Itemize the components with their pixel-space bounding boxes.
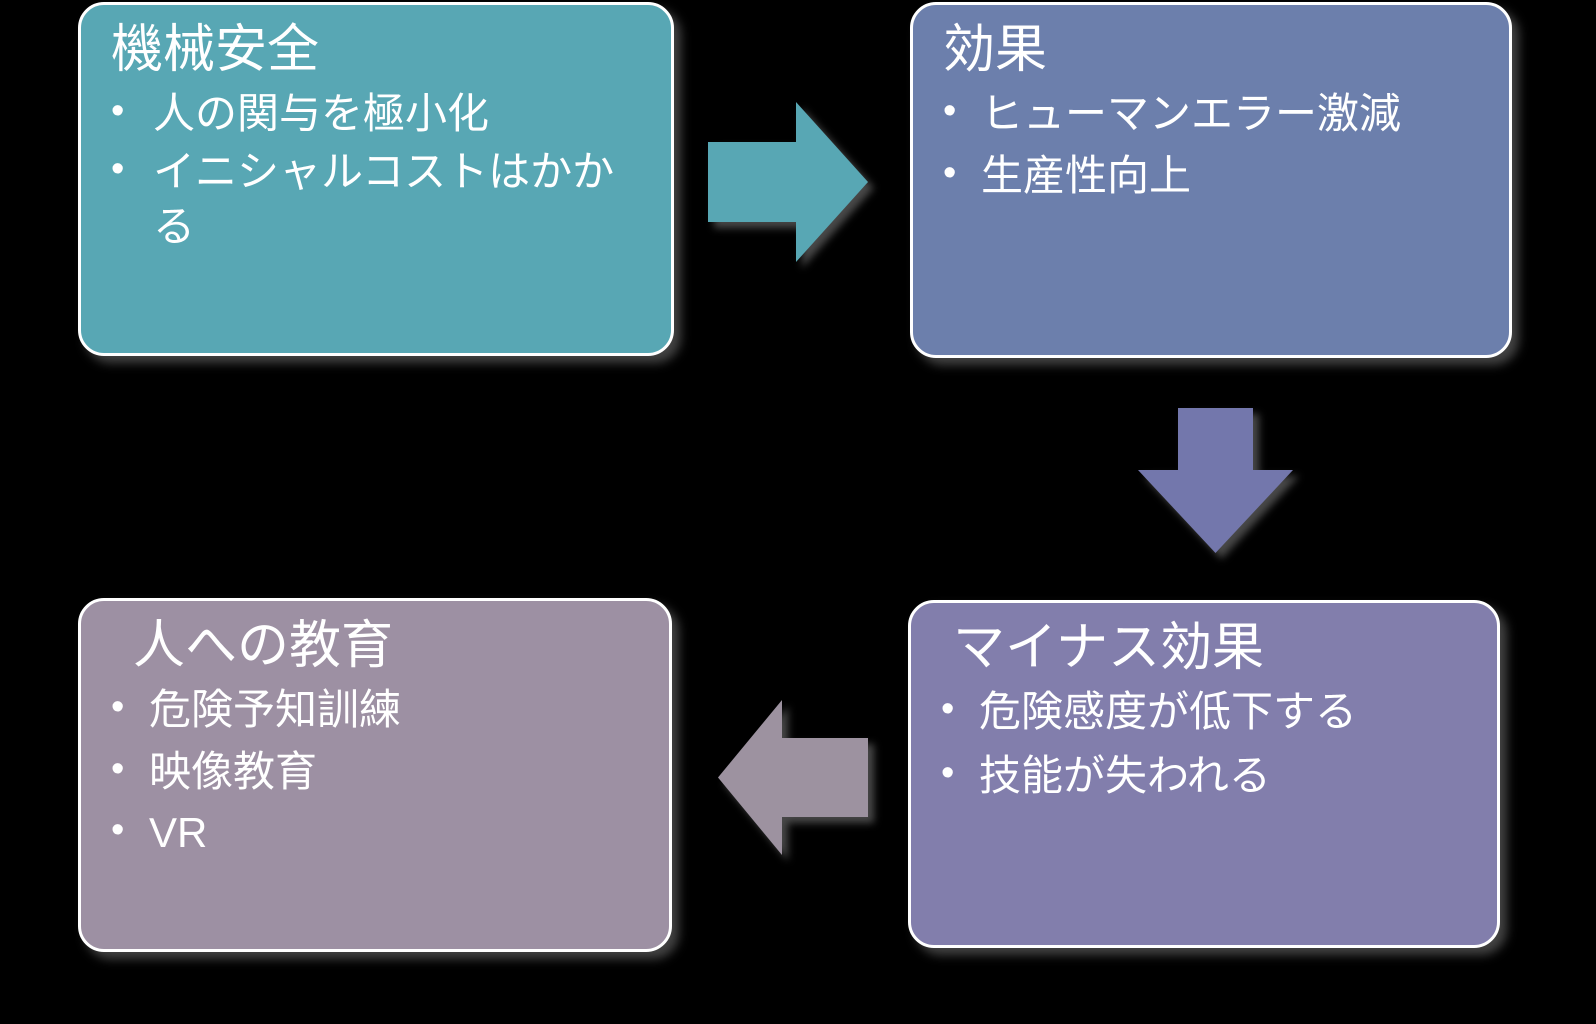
list-item: 映像教育 <box>103 742 647 799</box>
node-title-machine-safety: 機械安全 <box>111 21 320 79</box>
arrow-left-icon <box>718 700 868 855</box>
node-title-human-education: 人への教育 <box>133 617 394 675</box>
node-effect[interactable]: 効果 ヒューマンエラー激減 生産性向上 <box>910 2 1512 358</box>
node-title-minus-effect: マイナス効果 <box>953 619 1264 677</box>
node-minus-effect[interactable]: マイナス効果 危険感度が低下する 技能が失われる <box>908 600 1500 948</box>
node-bullets-human-education: 危険予知訓練 映像教育 VR <box>103 680 647 860</box>
arrow-right-icon <box>708 102 868 262</box>
list-item: 技能が失われる <box>933 746 1475 803</box>
list-item: 生産性向上 <box>935 146 1487 203</box>
node-bullets-minus-effect: 危険感度が低下する 技能が失われる <box>933 682 1475 803</box>
node-title-effect: 効果 <box>943 21 1048 79</box>
list-item: イニシャルコストはかかる <box>103 142 649 255</box>
node-human-education[interactable]: 人への教育 危険予知訓練 映像教育 VR <box>78 598 672 952</box>
list-item: 危険感度が低下する <box>933 682 1475 739</box>
list-item: 人の関与を極小化 <box>103 84 649 141</box>
node-machine-safety[interactable]: 機械安全 人の関与を極小化 イニシャルコストはかかる <box>78 2 674 356</box>
node-bullets-machine-safety: 人の関与を極小化 イニシャルコストはかかる <box>103 84 649 255</box>
node-bullets-effect: ヒューマンエラー激減 生産性向上 <box>935 84 1487 203</box>
list-item: VR <box>103 803 647 860</box>
list-item: 危険予知訓練 <box>103 680 647 737</box>
arrow-down-icon <box>1138 408 1293 553</box>
list-item: ヒューマンエラー激減 <box>935 84 1487 141</box>
